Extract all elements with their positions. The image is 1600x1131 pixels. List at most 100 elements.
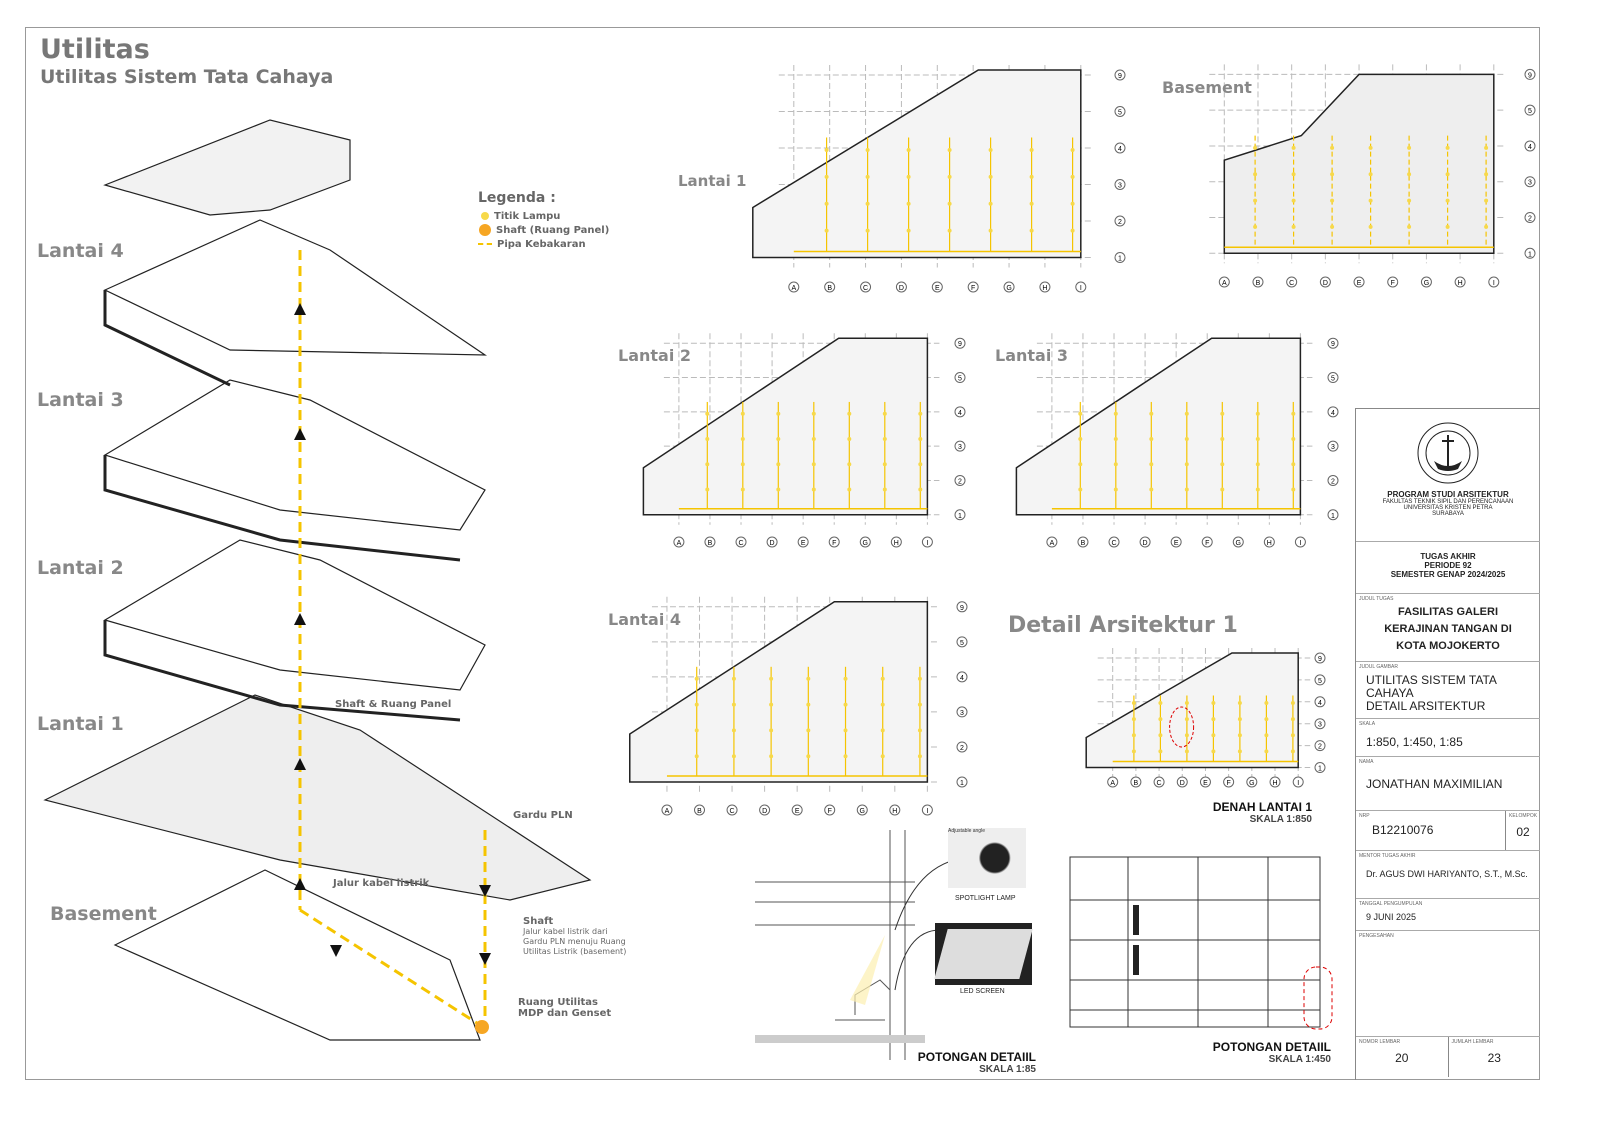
svg-text:4: 4	[1118, 146, 1122, 153]
grid-col-label: B	[704, 536, 716, 548]
svg-text:I: I	[926, 540, 928, 547]
lamp-point	[847, 411, 852, 416]
lamp-point	[1029, 174, 1034, 179]
grid-col-label: I	[921, 536, 933, 548]
svg-text:I: I	[926, 808, 928, 815]
svg-text:3: 3	[958, 444, 962, 451]
lamp-point	[1131, 701, 1136, 705]
section-detail-2	[1069, 856, 1333, 1030]
grid-col-label: E	[1199, 776, 1211, 788]
lamp-point	[1149, 411, 1154, 416]
lamp-point	[843, 754, 848, 759]
svg-text:2: 2	[1318, 744, 1322, 751]
plan-outline	[1223, 73, 1495, 254]
lamp-point	[917, 702, 922, 707]
lamp-point	[769, 728, 774, 733]
lamp-point	[988, 201, 993, 206]
lamp-point	[843, 728, 848, 733]
lamp-point	[1237, 749, 1242, 754]
sheet-subtitle: Utilitas Sistem Tata Cahaya	[40, 66, 334, 88]
svg-text:5: 5	[1528, 108, 1532, 115]
lamp-point	[1291, 487, 1296, 492]
svg-text:E: E	[1203, 780, 1208, 787]
lamp-point	[988, 228, 993, 233]
lamp-point	[1184, 701, 1189, 705]
lamp-point	[1330, 224, 1335, 229]
lamp-point	[1290, 701, 1295, 705]
svg-text:F: F	[1391, 280, 1395, 287]
grid-col-label: D	[759, 804, 771, 816]
grid-row-label: 4	[1327, 406, 1339, 418]
fire-pipe-line	[298, 250, 487, 1027]
lamp-point	[811, 487, 816, 492]
lamp-point	[988, 148, 993, 152]
lamp-point	[1184, 717, 1189, 722]
lamp-point	[1407, 224, 1412, 229]
svg-text:9: 9	[1528, 72, 1532, 79]
lamp-point	[740, 436, 745, 441]
svg-text:C: C	[863, 285, 868, 292]
lamp-point	[731, 702, 736, 707]
lamp-point	[918, 436, 923, 441]
lamp-point	[1330, 198, 1335, 203]
lamp-point	[811, 411, 816, 416]
lamp-point	[705, 436, 710, 441]
callout-shaft-panel: Shaft & Ruang Panel	[335, 699, 452, 710]
lamp-point	[1078, 411, 1083, 416]
university-seal-logo	[1417, 422, 1479, 484]
title-block: PROGRAM STUDI ARSITEKTUR FAKULTAS TEKNIK…	[1355, 408, 1540, 1080]
grid-row-label: 1	[1114, 252, 1126, 263]
svg-text:A: A	[677, 540, 682, 547]
svg-text:A: A	[1222, 280, 1227, 287]
grid-row-label: 9	[954, 337, 966, 349]
svg-text:1: 1	[958, 513, 962, 520]
grid-row-label: 2	[956, 741, 968, 753]
spotlight-caption: SPOTLIGHT LAMP	[955, 895, 1016, 902]
grid-col-label: D	[1319, 276, 1331, 288]
lamp-point	[1113, 487, 1118, 492]
grid-col-label: G	[1003, 281, 1015, 293]
lamp-point	[1255, 487, 1260, 492]
svg-text:I: I	[1297, 780, 1299, 787]
lamp-point	[1149, 462, 1154, 467]
label-plan-l2: Lantai 2	[618, 346, 692, 365]
svg-text:B: B	[827, 285, 832, 292]
lamp-point	[1070, 174, 1075, 179]
svg-text:5: 5	[1318, 678, 1322, 685]
svg-text:H: H	[1272, 780, 1277, 787]
svg-text:B: B	[708, 540, 713, 547]
led-screen-image	[934, 923, 1033, 985]
grid-col-label: C	[1108, 536, 1120, 548]
svg-text:H: H	[894, 540, 899, 547]
svg-text:5: 5	[1118, 110, 1122, 117]
lamp-point	[1184, 749, 1189, 754]
lamp-point	[694, 728, 699, 733]
lamp-point	[1113, 462, 1118, 467]
grid-col-label: A	[1046, 536, 1058, 548]
lamp-point	[1211, 749, 1216, 754]
lamp-point	[694, 754, 699, 759]
svg-text:E: E	[801, 540, 806, 547]
lamp-point	[1291, 411, 1296, 416]
grid-col-label: I	[1075, 281, 1087, 293]
grid-col-label: B	[824, 281, 836, 293]
grid-col-label: I	[1488, 276, 1500, 288]
svg-text:E: E	[1174, 540, 1179, 547]
grid-col-label: H	[1263, 536, 1275, 548]
grid-col-label: B	[1130, 776, 1142, 788]
lamp-point	[906, 228, 911, 233]
lamp-point	[1184, 462, 1189, 467]
svg-text:5: 5	[960, 640, 964, 647]
plan-outline	[642, 337, 929, 516]
lamp-point	[1131, 717, 1136, 722]
lamp-point	[843, 702, 848, 707]
grid-row-label: 3	[954, 440, 966, 452]
lamp-point	[1484, 224, 1489, 229]
grid-col-label: H	[889, 804, 901, 816]
lamp-point	[1407, 172, 1412, 177]
svg-text:A: A	[1050, 540, 1055, 547]
lamp-point	[824, 228, 829, 233]
